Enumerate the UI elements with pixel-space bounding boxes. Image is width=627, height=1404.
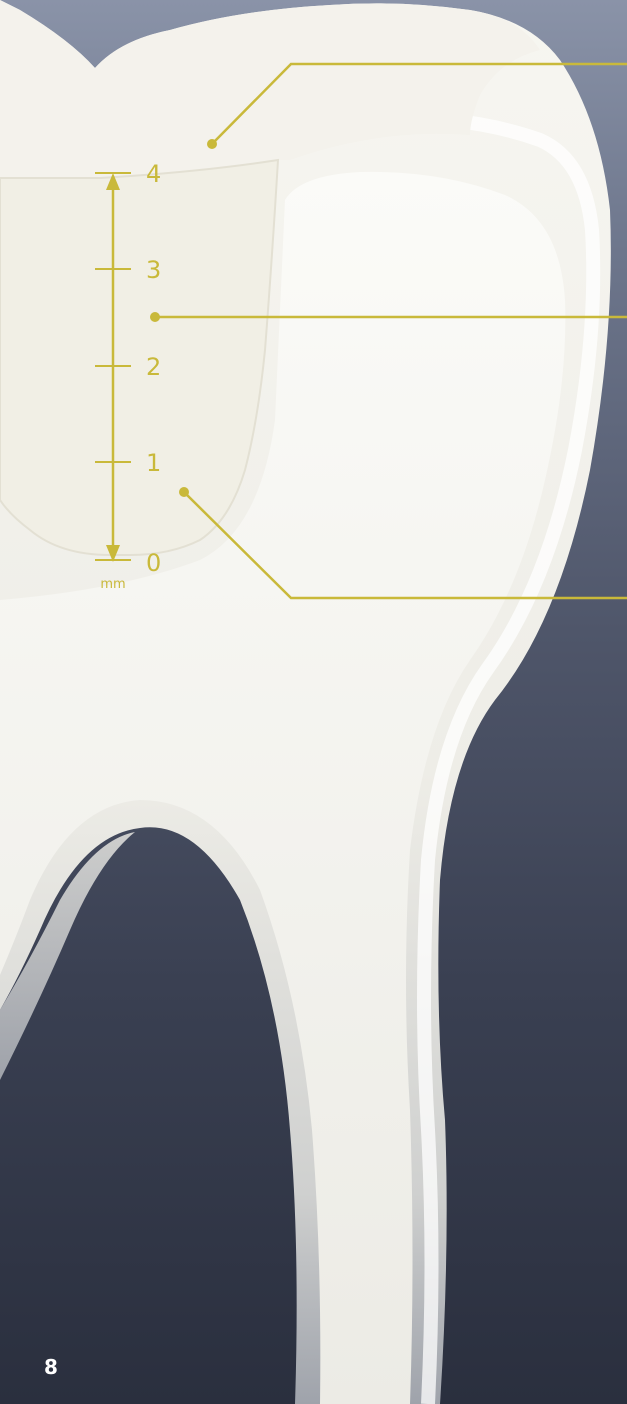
tick-label-3: 3 bbox=[146, 256, 161, 284]
leader-dot-dentin bbox=[179, 487, 189, 497]
leader-dot-cavity bbox=[150, 312, 160, 322]
unit-label: mm bbox=[100, 577, 125, 592]
leader-dot-enamel bbox=[207, 139, 217, 149]
tick-label-2: 2 bbox=[146, 353, 161, 381]
page-number: 8 bbox=[44, 1355, 58, 1379]
tick-label-4: 4 bbox=[146, 160, 161, 188]
tick-label-0: 0 bbox=[146, 549, 161, 577]
cavity-region bbox=[0, 160, 278, 555]
tick-label-1: 1 bbox=[146, 449, 161, 477]
